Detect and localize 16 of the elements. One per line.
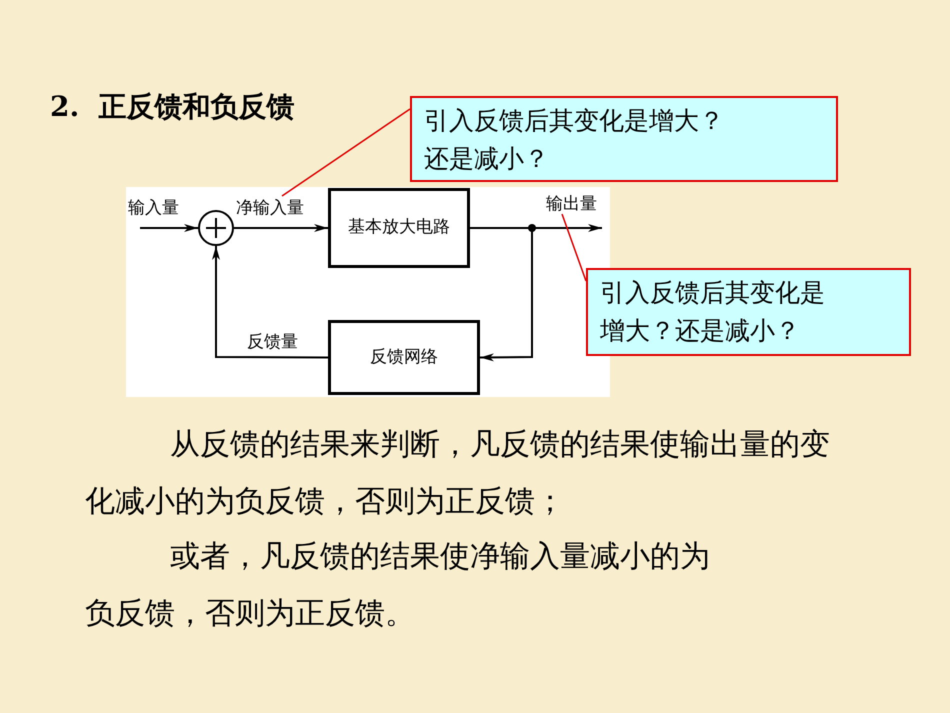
arrow <box>234 224 328 232</box>
signal-label: 净输入量 <box>236 196 328 220</box>
arrow <box>212 246 328 358</box>
leader-line <box>561 214 587 282</box>
callout-box <box>586 268 911 356</box>
callout-text: 引入反馈后其变化是增大？还是减小？ <box>424 105 725 175</box>
arrow <box>140 224 198 232</box>
leader-line <box>282 108 410 197</box>
paragraph: 或者，凡反馈的结果使净输入量减小的为负反馈，否则为正反馈。 <box>85 538 710 633</box>
title: 2. 正反馈和负反馈 <box>50 89 295 125</box>
process-box: 基本放大电路 <box>328 188 470 268</box>
paragraph: 从反馈的结果来判断，凡反馈的结果使输出量的变化减小的为负反馈，否则为正反馈； <box>85 426 830 521</box>
callout-box <box>410 96 838 182</box>
signal-label: 输出量 <box>546 192 608 214</box>
callout-text: 引入反馈后其变化是增大？还是减小？ <box>600 277 826 347</box>
process-box: 反馈网络 <box>328 320 480 395</box>
